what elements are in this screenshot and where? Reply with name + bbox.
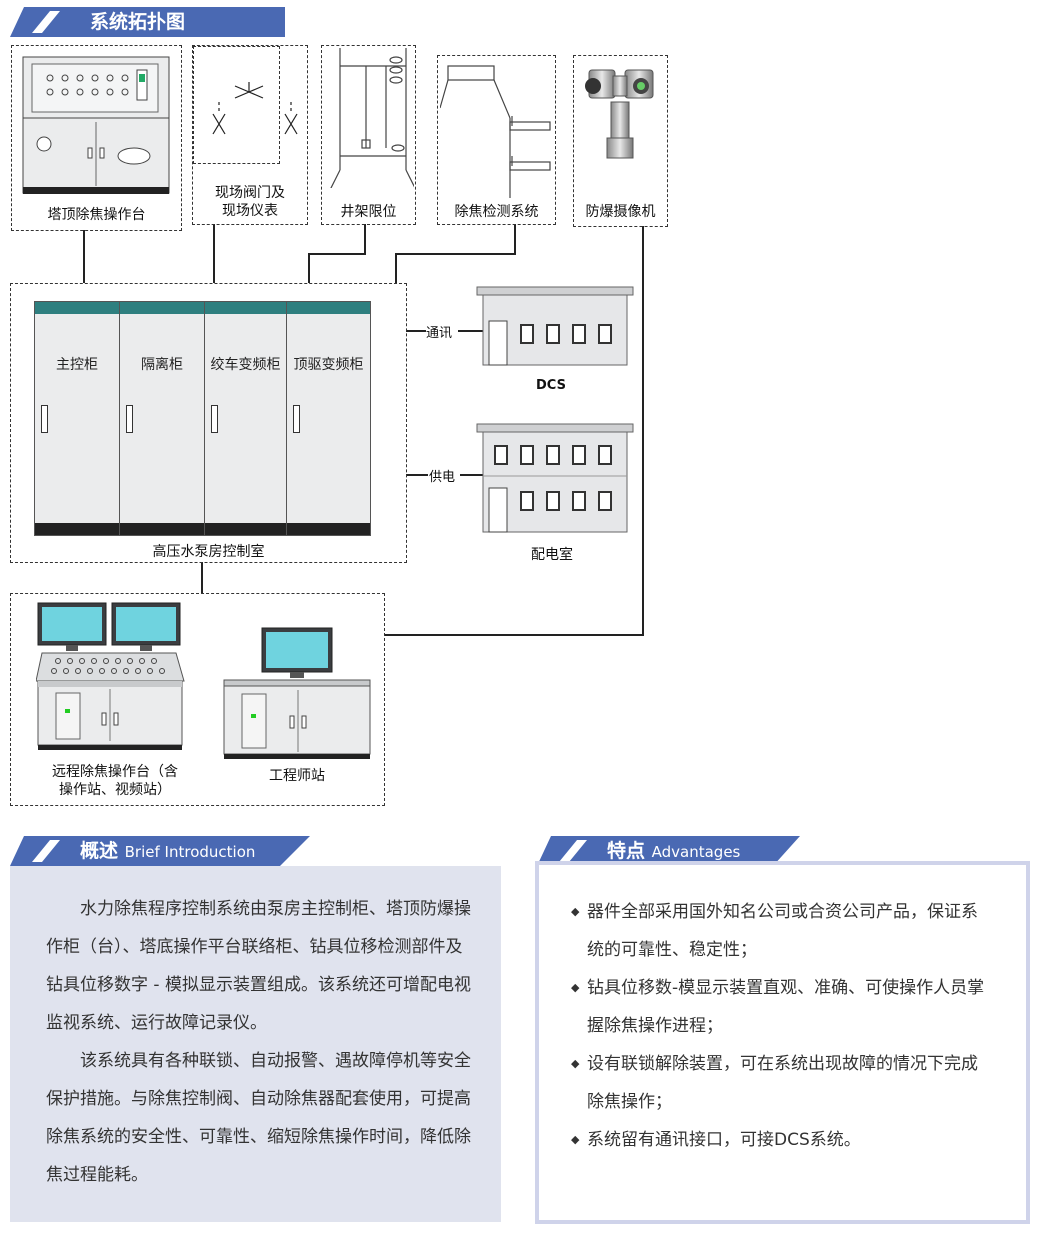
advantage-text: 钻具位移数-模显示装置直观、准确、可使操作人员掌握除焦操作进程；	[587, 978, 985, 1036]
intro-header: 概述 Brief Introduction	[10, 836, 310, 866]
link-console	[83, 230, 85, 283]
power-room-building-icon	[476, 423, 634, 533]
diamond-bullet-icon: ◆	[571, 981, 580, 994]
valve-instrument-icon	[212, 82, 298, 135]
cabinet-topdrive-vfd: 顶驱变频柜	[286, 301, 371, 536]
intro-paragraph: 水力除焦程序控制系统由泵房主控制柜、塔顶防爆操作柜（台）、塔底操作平台联络柜、钻…	[46, 899, 471, 1033]
advantage-text: 设有联锁解除装置，可在系统出现故障的情况下完成除焦操作；	[587, 1054, 978, 1112]
link-stations	[201, 562, 203, 593]
intro-title-en: Brief Introduction	[124, 843, 256, 861]
device-camera-label: 防爆摄像机	[585, 204, 656, 220]
link-power-a	[406, 474, 428, 476]
cabinet-winch-vfd-handle-icon	[211, 405, 218, 433]
topology-title: 系统拓扑图	[90, 11, 186, 33]
intro-paragraph: 该系统具有各种联锁、自动报警、遇故障停机等安全保护措施。与除焦控制阀、自动除焦器…	[46, 1051, 471, 1185]
cabinet-winch-vfd-label: 绞车变频柜	[210, 357, 281, 373]
advantage-item: ◆ 设有联锁解除装置，可在系统出现故障的情况下完成除焦操作；	[571, 1045, 991, 1121]
advantages-title-en: Advantages	[651, 843, 741, 861]
topology-header: 系统拓扑图	[10, 7, 285, 37]
device-camera: 防爆摄像机	[573, 55, 668, 227]
header-stripe-icon	[32, 11, 60, 33]
cabinet-isolation: 隔离柜	[119, 301, 205, 536]
engineer-station-icon	[223, 627, 371, 759]
dcs-link-label: 通讯	[426, 326, 453, 341]
diamond-bullet-icon: ◆	[571, 905, 580, 918]
cabinet-topdrive-vfd-label: 顶驱变频柜	[293, 357, 364, 373]
advantage-item: ◆ 系统留有通讯接口，可接DCS系统。	[571, 1121, 991, 1159]
link-detect-c	[395, 253, 397, 283]
cabinet-main: 主控柜	[34, 301, 120, 536]
cabinet-isolation-handle-icon	[126, 405, 133, 433]
console-cabinet-icon	[22, 56, 170, 194]
link-valves	[213, 224, 215, 283]
power-link-label: 供电	[429, 470, 456, 485]
advantages-title: 特点 Advantages	[607, 836, 740, 867]
control-room-label: 高压水泵房控制室	[152, 544, 265, 560]
advantages-title-cn: 特点	[607, 840, 646, 862]
remote-console-icon	[36, 602, 185, 750]
diamond-bullet-icon: ◆	[571, 1057, 580, 1070]
camera-icon	[585, 69, 654, 159]
detection-system-icon	[440, 65, 551, 198]
device-valves: 现场阀门及 现场仪表	[192, 45, 308, 225]
advantages-stripe-icon	[559, 840, 587, 862]
intro-panel: 水力除焦程序控制系统由泵房主控制柜、塔顶防爆操作柜（台）、塔底操作平台联络柜、钻…	[10, 866, 501, 1222]
link-camera-a	[642, 226, 644, 635]
link-camera-b	[384, 634, 644, 636]
derrick-icon	[330, 48, 414, 188]
cabinet-isolation-label: 隔离柜	[141, 357, 183, 373]
device-limit: 井架限位	[321, 45, 416, 225]
link-power-b	[460, 474, 483, 476]
advantages-panel: ◆ 器件全部采用国外知名公司或合资公司产品，保证系统的可靠性、稳定性； ◆ 钻具…	[535, 861, 1030, 1224]
cabinet-winch-vfd: 绞车变频柜	[204, 301, 287, 536]
link-detect-b	[395, 253, 516, 255]
advantage-text: 系统留有通讯接口，可接DCS系统。	[587, 1130, 861, 1150]
advantage-item: ◆ 器件全部采用国外知名公司或合资公司产品，保证系统的可靠性、稳定性；	[571, 893, 991, 969]
advantage-item: ◆ 钻具位移数-模显示装置直观、准确、可使操作人员掌握除焦操作进程；	[571, 969, 991, 1045]
remote-console-label: 远程除焦操作台（含 操作站、视频站）	[52, 764, 178, 798]
engineer-station-label: 工程师站	[269, 768, 325, 784]
power-room-label: 配电室	[531, 547, 573, 563]
cabinet-topdrive-vfd-handle-icon	[293, 405, 300, 433]
advantage-text: 器件全部采用国外知名公司或合资公司产品，保证系统的可靠性、稳定性；	[587, 902, 978, 960]
diamond-bullet-icon: ◆	[571, 1133, 580, 1146]
device-console-label: 塔顶除焦操作台	[47, 207, 146, 223]
stations-group	[10, 593, 385, 806]
dcs-label: DCS	[536, 378, 566, 393]
device-limit-label: 井架限位	[340, 204, 397, 220]
link-limit-a	[364, 224, 366, 254]
link-detect-a	[514, 224, 516, 254]
device-console: 塔顶除焦操作台	[11, 45, 182, 231]
dcs-building-icon	[476, 286, 634, 366]
device-detect-label: 除焦检测系统	[454, 204, 539, 220]
intro-title-cn: 概述	[80, 840, 119, 862]
device-valves-label: 现场阀门及 现场仪表	[215, 185, 285, 219]
cabinet-main-handle-icon	[41, 405, 48, 433]
control-room	[10, 283, 407, 563]
link-limit-b	[308, 253, 366, 255]
link-dcs-b	[458, 330, 483, 332]
device-detect: 除焦检测系统	[437, 55, 556, 225]
intro-title: 概述 Brief Introduction	[80, 836, 255, 867]
cabinet-main-label: 主控柜	[56, 357, 98, 373]
link-dcs-a	[406, 330, 426, 332]
intro-stripe-icon	[32, 840, 60, 862]
link-limit-c	[308, 253, 310, 283]
